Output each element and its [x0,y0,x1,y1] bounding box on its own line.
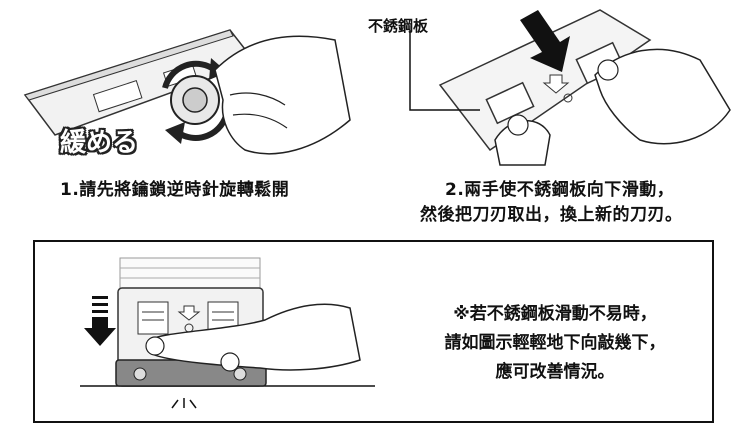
step2-caption-line1: 2.兩手使不銹鋼板向下滑動， [445,180,675,200]
tip-text: ※若不銹鋼板滑動不易時， 請如圖示輕輕地下向敲幾下， 應可改善情況。 [390,300,720,387]
loosen-label: 緩める [60,128,139,158]
tip-illustration [80,250,380,415]
tip-line-3: 應可改善情況。 [495,362,615,382]
stainless-plate-callout: 不銹鋼板 [368,17,429,35]
step1-illustration [15,0,355,170]
tip-box [33,240,714,423]
step2-illustration [400,0,740,170]
step1-caption: 1.請先將鑰鎖逆時針旋轉鬆開 [60,180,290,200]
tip-line-2: 請如圖示輕輕地下向敲幾下， [444,333,666,353]
step2-caption-line2: 然後把刀刃取出，換上新的刀刃。 [420,205,683,225]
tip-line-1: ※若不銹鋼板滑動不易時， [453,304,657,324]
